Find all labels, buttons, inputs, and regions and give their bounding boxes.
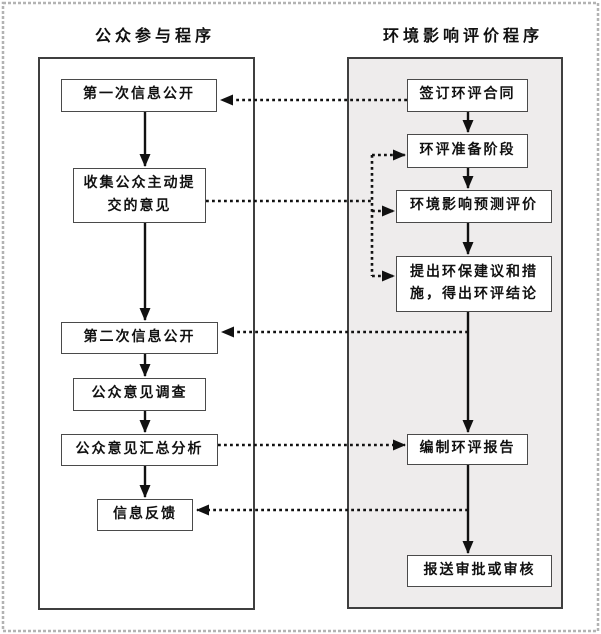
node-submit-for-approval: 报送审批或审核 bbox=[407, 555, 552, 587]
node-public-opinion-survey: 公众意见调查 bbox=[73, 378, 206, 411]
node-eia-preparation: 环评准备阶段 bbox=[407, 134, 528, 168]
node-opinion-summary-analysis: 公众意见汇总分析 bbox=[61, 434, 218, 466]
node-compile-eia-report: 编制环评报告 bbox=[407, 434, 528, 465]
node-sign-eia-contract: 签订环评合同 bbox=[407, 79, 528, 112]
node-collect-public-opinions: 收集公众主动提交的意见 bbox=[73, 168, 206, 223]
right-column-title: 环境影响评价程序 bbox=[382, 28, 543, 45]
node-propose-measures-conclusion: 提出环保建议和措施，得出环评结论 bbox=[396, 256, 552, 312]
node-env-impact-prediction: 环境影响预测评价 bbox=[396, 190, 552, 223]
node-info-feedback: 信息反馈 bbox=[97, 499, 193, 531]
left-column-title: 公众参与程序 bbox=[94, 28, 215, 45]
node-first-info-disclosure: 第一次信息公开 bbox=[61, 79, 217, 112]
node-second-info-disclosure: 第二次信息公开 bbox=[61, 322, 218, 354]
